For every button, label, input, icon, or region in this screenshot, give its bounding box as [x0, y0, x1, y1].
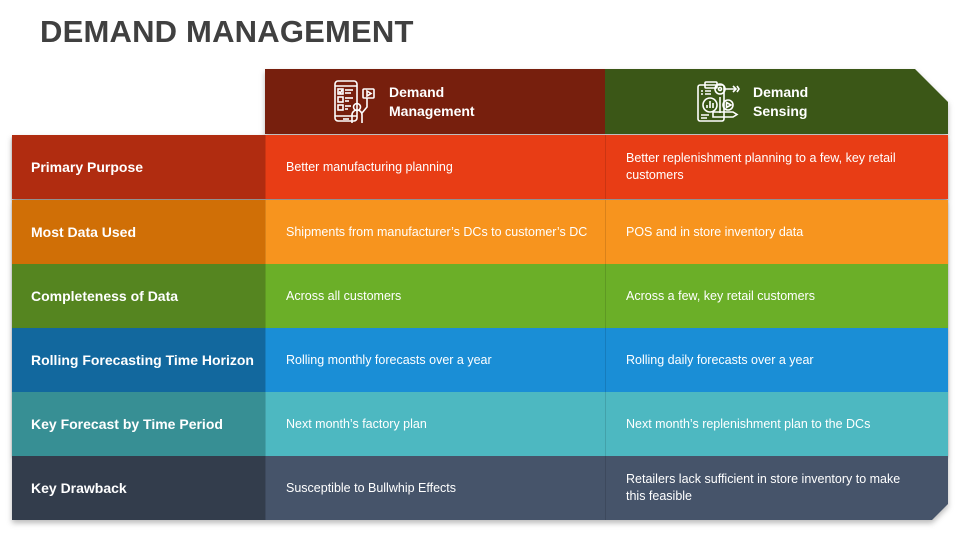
table-row-primary-purpose: Primary Purpose Better manufacturing pla…	[12, 135, 948, 199]
sensing-cell: Retailers lack sufficient in store inven…	[605, 456, 948, 520]
comparison-table: Demand Management Demand Sensing Primary…	[12, 69, 948, 520]
column-header-line2: Sensing	[753, 102, 808, 119]
management-cell: Susceptible to Bullwhip Effects	[265, 456, 605, 520]
column-header-demand-management: Demand Management	[265, 69, 605, 134]
row-label: Primary Purpose	[12, 135, 265, 199]
mobile-checklist-presenter-icon	[334, 79, 375, 123]
management-cell: Better manufacturing planning	[265, 135, 605, 199]
table-row-key-drawback: Key Drawback Susceptible to Bullwhip Eff…	[12, 456, 948, 520]
row-label: Rolling Forecasting Time Horizon	[12, 328, 265, 392]
row-label: Key Drawback	[12, 456, 265, 520]
sensing-cell: Better replenishment planning to a few, …	[605, 135, 948, 199]
sensing-cell: Across a few, key retail customers	[605, 264, 948, 328]
row-label: Key Forecast by Time Period	[12, 392, 265, 456]
column-header-line1: Demand	[389, 83, 445, 100]
table-row-rolling-forecasting-time-horizon: Rolling Forecasting Time Horizon Rolling…	[12, 328, 948, 392]
sensing-cell: Rolling daily forecasts over a year	[605, 328, 948, 392]
management-cell: Across all customers	[265, 264, 605, 328]
row-label: Completeness of Data	[12, 264, 265, 328]
sensing-cell: POS and in store inventory data	[605, 200, 948, 264]
management-cell: Next month’s factory plan	[265, 392, 605, 456]
management-cell: Rolling monthly forecasts over a year	[265, 328, 605, 392]
clipboard-target-analytics-icon	[697, 80, 740, 122]
table-row-most-data-used: Most Data Used Shipments from manufactur…	[12, 200, 948, 264]
row-label: Most Data Used	[12, 200, 265, 264]
column-header-demand-sensing: Demand Sensing	[605, 69, 948, 134]
column-header-line1: Demand	[753, 83, 809, 100]
sensing-cell: Next month’s replenishment plan to the D…	[605, 392, 948, 456]
page-title: DEMAND MANAGEMENT	[40, 14, 414, 49]
column-header-line2: Management	[389, 102, 475, 119]
management-cell: Shipments from manufacturer’s DCs to cus…	[265, 200, 605, 264]
table-row-completeness-of-data: Completeness of Data Across all customer…	[12, 264, 948, 328]
table-row-key-forecast-by-time-period: Key Forecast by Time Period Next month’s…	[12, 392, 948, 456]
